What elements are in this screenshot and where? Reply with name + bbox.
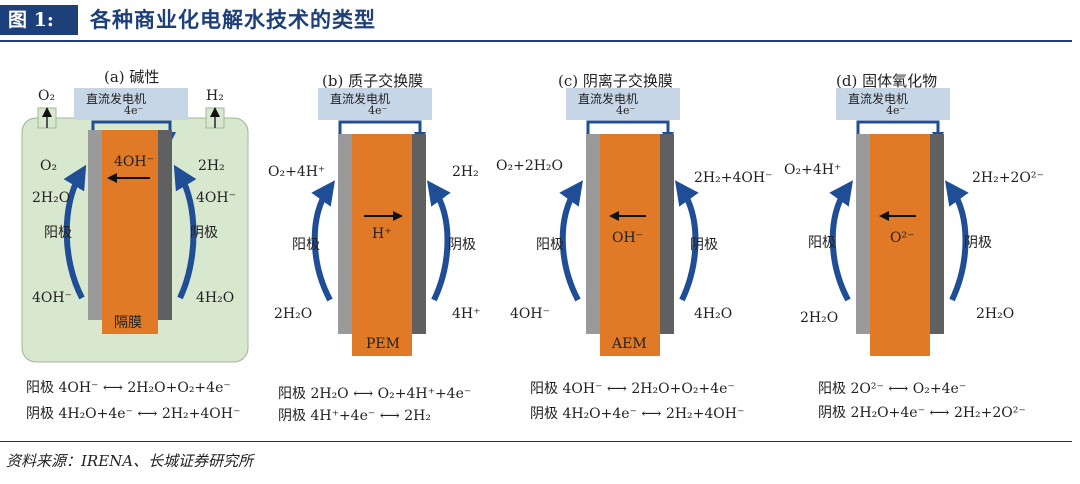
anode-electrode <box>338 134 352 334</box>
panel-a-drawing <box>21 88 249 363</box>
diaphragm <box>102 130 158 334</box>
cathode-label: 阴极 <box>964 235 992 251</box>
cathode-equation: 阴极 2H₂O+4e⁻ ⟷ 2H₂+2O²⁻ <box>818 405 1026 421</box>
anode-electrode <box>586 134 600 334</box>
membrane-label: AEM <box>612 336 647 352</box>
solid-oxide-electrolyte <box>870 134 930 356</box>
right-bottom-label: 4H₂O <box>196 290 235 306</box>
cathode-electrode <box>660 134 674 334</box>
left-bottom-label: 2H₂O <box>800 310 839 326</box>
anode-electrode <box>88 130 102 320</box>
electron-label: 4e⁻ <box>616 104 636 117</box>
pem-membrane <box>352 134 412 356</box>
cathode-label: 阴极 <box>448 237 476 253</box>
dc-generator-box <box>74 88 188 120</box>
ion-label: 4OH⁻ <box>114 154 154 170</box>
right-mid-label: 4OH⁻ <box>196 190 236 206</box>
anode-label: 阳极 <box>808 235 836 251</box>
anode-label: 阳极 <box>44 225 72 241</box>
figure-number: 图 1: <box>0 5 78 35</box>
panel-d-title: (d) 固体氧化物 <box>836 72 938 90</box>
panel-a-title: (a) 碱性 <box>104 68 160 86</box>
dc-generator-box <box>318 88 432 120</box>
left-top-label: O₂+2H₂O <box>496 158 564 174</box>
cathode-label: 阴极 <box>690 237 718 253</box>
aem-membrane <box>600 134 660 356</box>
left-top-label: O₂ <box>40 158 58 174</box>
cathode-equation: 阴极 4H₂O+4e⁻ ⟷ 2H₂+4OH⁻ <box>26 406 241 422</box>
gas-h2-label: H₂ <box>206 88 224 104</box>
dc-generator-label: 直流发电机 <box>578 92 639 106</box>
electron-label: 4e⁻ <box>368 104 388 117</box>
anode-label: 阳极 <box>292 237 320 253</box>
ion-label: H⁺ <box>372 226 392 242</box>
dc-generator-box <box>836 88 950 120</box>
left-top-label: O₂+4H⁺ <box>268 164 326 180</box>
anode-equation: 阳极 2H₂O ⟷ O₂+4H⁺+4e⁻ <box>278 386 472 402</box>
dc-generator-label: 直流发电机 <box>86 92 147 106</box>
figure-title: 各种商业化电解水技术的类型 <box>90 8 376 32</box>
anode-label: 阳极 <box>536 237 564 253</box>
anode-electrode <box>856 134 870 334</box>
cathode-equation: 阴极 4H₂O+4e⁻ ⟷ 2H₂+4OH⁻ <box>530 406 745 422</box>
left-bottom-label: 4OH⁻ <box>510 306 550 322</box>
right-bottom-label: 4H₂O <box>694 306 733 322</box>
anode-equation: 阳极 4OH⁻ ⟷ 2H₂O+O₂+4e⁻ <box>26 380 231 396</box>
right-top-label: 2H₂+2O²⁻ <box>972 170 1044 186</box>
cathode-label: 阴极 <box>190 225 218 241</box>
panel-c-title: (c) 阴离子交换膜 <box>558 72 673 90</box>
footer-divider <box>0 441 1072 442</box>
membrane-label: 隔膜 <box>114 315 142 331</box>
cathode-electrode <box>930 134 944 334</box>
left-mid-label: 2H₂O <box>32 190 71 206</box>
header-divider <box>0 40 1072 42</box>
cathode-electrode <box>158 130 172 320</box>
right-top-label: 2H₂ <box>198 158 225 174</box>
dc-generator-label: 直流发电机 <box>848 92 909 106</box>
panel-d-drawing <box>829 88 969 356</box>
dc-generator-label: 直流发电机 <box>330 92 391 106</box>
panel-b-drawing <box>311 88 451 356</box>
figure-header: 图 1: 各种商业化电解水技术的类型 <box>0 0 1080 42</box>
right-top-label: 2H₂+4OH⁻ <box>694 170 773 186</box>
left-top-label: O₂+4H⁺ <box>784 162 842 178</box>
left-bottom-label: 4OH⁻ <box>32 290 72 306</box>
ion-label: O²⁻ <box>890 230 915 246</box>
source-note: 资料来源：IRENA、长城证券研究所 <box>6 452 254 470</box>
ion-label: OH⁻ <box>612 230 644 246</box>
right-top-label: 2H₂ <box>452 164 479 180</box>
electron-label: 4e⁻ <box>886 104 906 117</box>
membrane-label: PEM <box>366 336 400 352</box>
panel-c-drawing <box>559 88 699 356</box>
cathode-electrode <box>412 134 426 334</box>
left-bottom-label: 2H₂O <box>274 306 313 322</box>
right-bottom-label: 4H⁺ <box>452 306 481 322</box>
cathode-equation: 阴极 4H⁺+4e⁻ ⟷ 2H₂ <box>278 408 431 424</box>
electron-label: 4e⁻ <box>124 104 144 117</box>
gas-o2-label: O₂ <box>38 88 56 104</box>
dc-generator-box <box>566 88 680 120</box>
anode-equation: 阳极 4OH⁻ ⟷ 2H₂O+O₂+4e⁻ <box>530 381 735 397</box>
panel-b-title: (b) 质子交换膜 <box>322 72 424 90</box>
anode-equation: 阳极 2O²⁻ ⟷ O₂+4e⁻ <box>818 381 967 397</box>
right-bottom-label: 2H₂O <box>976 306 1015 322</box>
